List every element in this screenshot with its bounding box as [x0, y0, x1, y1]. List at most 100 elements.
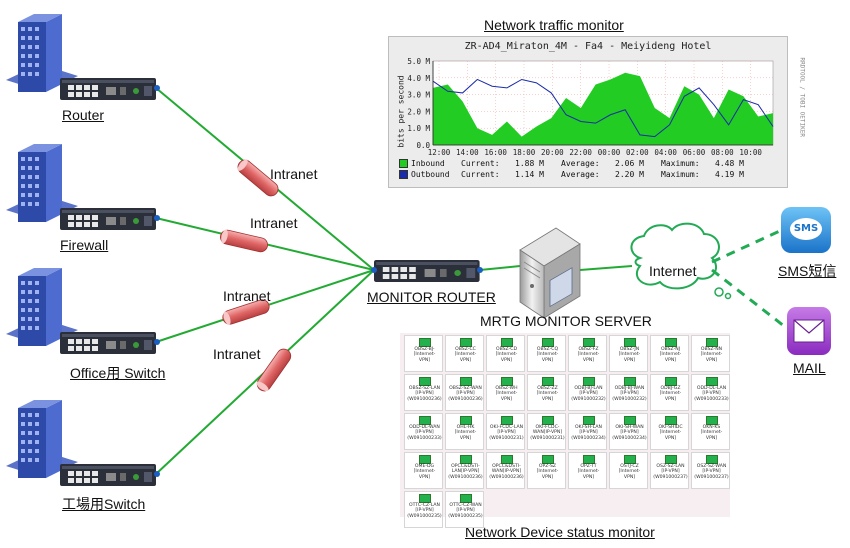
device-tile[interactable]: OBSZ-ZZ [Internet- VPN] — [527, 374, 566, 411]
office-switch-label: Office用 Switch — [70, 365, 166, 381]
status-lamp-icon — [583, 338, 595, 347]
status-lamp-icon — [419, 494, 431, 503]
device-tile[interactable]: OPCC&DSTI- LAN[IP-VPN] (W091000236) — [445, 452, 484, 489]
x-tick-label: 06:00 — [683, 148, 706, 157]
device-tile[interactable]: OPZ-SZ [Internet- VPN] — [527, 452, 566, 489]
device-tile[interactable]: OBSZ-FZ [Internet- VPN] — [568, 335, 607, 372]
device-tile[interactable]: OBSZ-SZ-WAN [IP-VPN] (W091000236) — [445, 374, 484, 411]
status-lamp-icon — [665, 416, 677, 425]
link-server-internet — [579, 265, 633, 271]
inbound-swatch — [399, 159, 408, 168]
device-tile[interactable]: OSZ-SZ-WAN [IP-VPN] (W091000237) — [691, 452, 730, 489]
device-tile[interactable]: OSZ-SZ-LAN [IP-VPN] (W091000237) — [650, 452, 689, 489]
device-tile[interactable]: OBSZ-CQ [Internet- VPN] — [527, 335, 566, 372]
outbound-swatch — [399, 170, 408, 179]
inbound-legend: Inbound — [411, 159, 445, 168]
device-tile[interactable]: OKI-SHIDC [Internet- VPN] — [650, 413, 689, 450]
device-name: OBSZ-SZ-WAN [IP-VPN] (W091000236) — [448, 386, 483, 402]
x-tick-label: 10:00 — [739, 148, 762, 157]
device-name: OSZ-SZ-LAN [IP-VPN] (W091000237) — [653, 464, 688, 480]
status-lamp-icon — [542, 416, 554, 425]
intranet-tube — [222, 299, 270, 325]
intranet-tube — [256, 348, 292, 392]
device-name: OKI-SH-WAN [IP-VPN] (W091000234) — [612, 425, 647, 441]
device-name: OBSZ-SZ-LAN [IP-VPN] (W091000236) — [407, 386, 442, 402]
device-tile[interactable]: OKI-FCDC-LAN [IP-VPN] (W091000231) — [486, 413, 525, 450]
status-lamp-icon — [460, 338, 472, 347]
device-tile[interactable]: OKI-SH-LAN [IP-VPN] (W091000234) — [568, 413, 607, 450]
device-tiles: OBSZ-BJ- [Internet- VPN]OBSZ-CC [Interne… — [404, 335, 730, 528]
status-lamp-icon — [624, 455, 636, 464]
device-tile[interactable]: OKI-SH-WAN [IP-VPN] (W091000234) — [609, 413, 648, 450]
device-tile[interactable]: OBSZ-BJ- [Internet- VPN] — [404, 335, 443, 372]
status-lamp-icon — [419, 377, 431, 386]
device-name: OSZ-SZ-WAN [IP-VPN] (W091000237) — [694, 464, 729, 480]
traffic-graph-title: ZR-AD4_Miraton_4M - Fa4 - Meiyideng Hote… — [464, 41, 712, 52]
device-tile[interactable]: ODBJ-BJ-WAN [IP-VPN] (W091000232) — [609, 374, 648, 411]
device-tile[interactable]: OTTC-CZ-WAN [IP-VPN] (W091000235) — [445, 491, 484, 528]
intranet-tube — [220, 229, 268, 253]
device-name: OPCC&DSTI- LAN[IP-VPN] (W091000236) — [448, 464, 483, 480]
device-tile[interactable]: ODD-DL-WAN [IP-VPN] (W091000233) — [404, 413, 443, 450]
device-name: OBSZ-CQ [Internet- VPN] — [536, 347, 559, 363]
device-name: OBSZ-JN [Internet- VPN] — [618, 347, 641, 363]
device-tile[interactable]: ODBJ-BJ-LAN [IP-VPN] (W091000232) — [568, 374, 607, 411]
traffic-monitor-title: Network traffic monitor — [484, 17, 624, 33]
sms-label: SMS短信 — [778, 263, 837, 279]
device-name: OBSZ-CD [Internet- VPN] — [495, 347, 518, 363]
site-firewall — [6, 144, 160, 230]
device-tile[interactable]: OPZ-TT [Internet- VPN] — [568, 452, 607, 489]
device-tile[interactable]: OPCC&DSTI- WAN[IP-VPN] (W091000236) — [486, 452, 525, 489]
status-lamp-icon — [460, 377, 472, 386]
device-tile[interactable]: OKN-KS [Internet- VPN] — [691, 413, 730, 450]
outbound-max-label: Maximum: — [661, 170, 700, 179]
device-name: OSTJ-CZ [Internet- VPN] — [618, 464, 641, 480]
device-status-grid: OBSZ-BJ- [Internet- VPN]OBSZ-CC [Interne… — [400, 333, 730, 528]
y-tick-label: 2.0 M — [407, 107, 430, 116]
device-name: OBSZ-ZZ [Internet- VPN] — [536, 386, 559, 402]
device-tile[interactable]: ODD-DL-LAN [IP-VPN] (W091000233) — [691, 374, 730, 411]
device-tile[interactable]: OBSZ-NN [Internet- VPN] — [691, 335, 730, 372]
status-lamp-icon — [419, 338, 431, 347]
status-lamp-icon — [501, 455, 513, 464]
y-tick-label: 1.0 M — [407, 124, 430, 133]
intranet-label: Intranet — [250, 215, 298, 231]
device-name: OPCC&DSTI- WAN[IP-VPN] (W091000236) — [489, 464, 524, 480]
device-tile[interactable]: OBSZ-SZ-LAN [IP-VPN] (W091000236) — [404, 374, 443, 411]
device-tile[interactable]: OSTJ-CZ [Internet- VPN] — [609, 452, 648, 489]
device-name: OME-DG [Internet- VPN] — [413, 464, 436, 480]
link-router-server — [479, 265, 521, 271]
status-lamp-icon — [706, 416, 718, 425]
rrdtool-credit: RRDTOOL / TOBI OETIKER — [798, 57, 806, 137]
device-tile[interactable]: OBSZ-WH [Internet- VPN] — [486, 374, 525, 411]
device-tile[interactable]: OTTC-CZ-LAN [IP-VPN] (W091000235) — [404, 491, 443, 528]
device-name: OTTC-CZ-LAN [IP-VPN] (W091000235) — [407, 503, 442, 519]
x-tick-label: 04:00 — [654, 148, 677, 157]
intranet-tube — [237, 159, 279, 197]
mail-label: MAIL — [793, 360, 826, 376]
device-tile[interactable]: OBSZ-JN [Internet- VPN] — [609, 335, 648, 372]
intranet-label: Intranet — [223, 288, 271, 304]
device-tile[interactable]: OME-DG [Internet- VPN] — [404, 452, 443, 489]
mrtg-server — [519, 227, 581, 319]
status-lamp-icon — [706, 455, 718, 464]
device-name: OKN-KS [Internet- VPN] — [700, 425, 723, 441]
device-name: OBSZ-NN [Internet- VPN] — [700, 347, 723, 363]
device-tile[interactable]: OKI-FCDC- WAN[IP-VPN] (W091000231) — [527, 413, 566, 450]
status-lamp-icon — [501, 338, 513, 347]
device-name: OTTC-CZ-WAN [IP-VPN] (W091000235) — [448, 503, 483, 519]
inbound-average: 2.06 M — [615, 159, 644, 168]
device-name: OKI-FCDC-LAN [IP-VPN] (W091000231) — [489, 425, 524, 441]
device-tile[interactable]: OBSZ-CD [Internet- VPN] — [486, 335, 525, 372]
status-lamp-icon — [583, 455, 595, 464]
wan-link-sms — [711, 228, 783, 264]
status-lamp-icon — [501, 416, 513, 425]
device-tile[interactable]: ODBJ-GZ [Internet- VPN] — [650, 374, 689, 411]
y-tick-label: 4.0 M — [407, 74, 430, 83]
device-name: ODD-DL-WAN [IP-VPN] (W091000233) — [407, 425, 442, 441]
device-tile[interactable]: OHL-HK [Internet- VPN] — [445, 413, 484, 450]
site-office-switch — [6, 268, 160, 354]
device-tile[interactable]: OBSZ-NJ [Internet- VPN] — [650, 335, 689, 372]
device-tile[interactable]: OBSZ-CC [Internet- VPN] — [445, 335, 484, 372]
